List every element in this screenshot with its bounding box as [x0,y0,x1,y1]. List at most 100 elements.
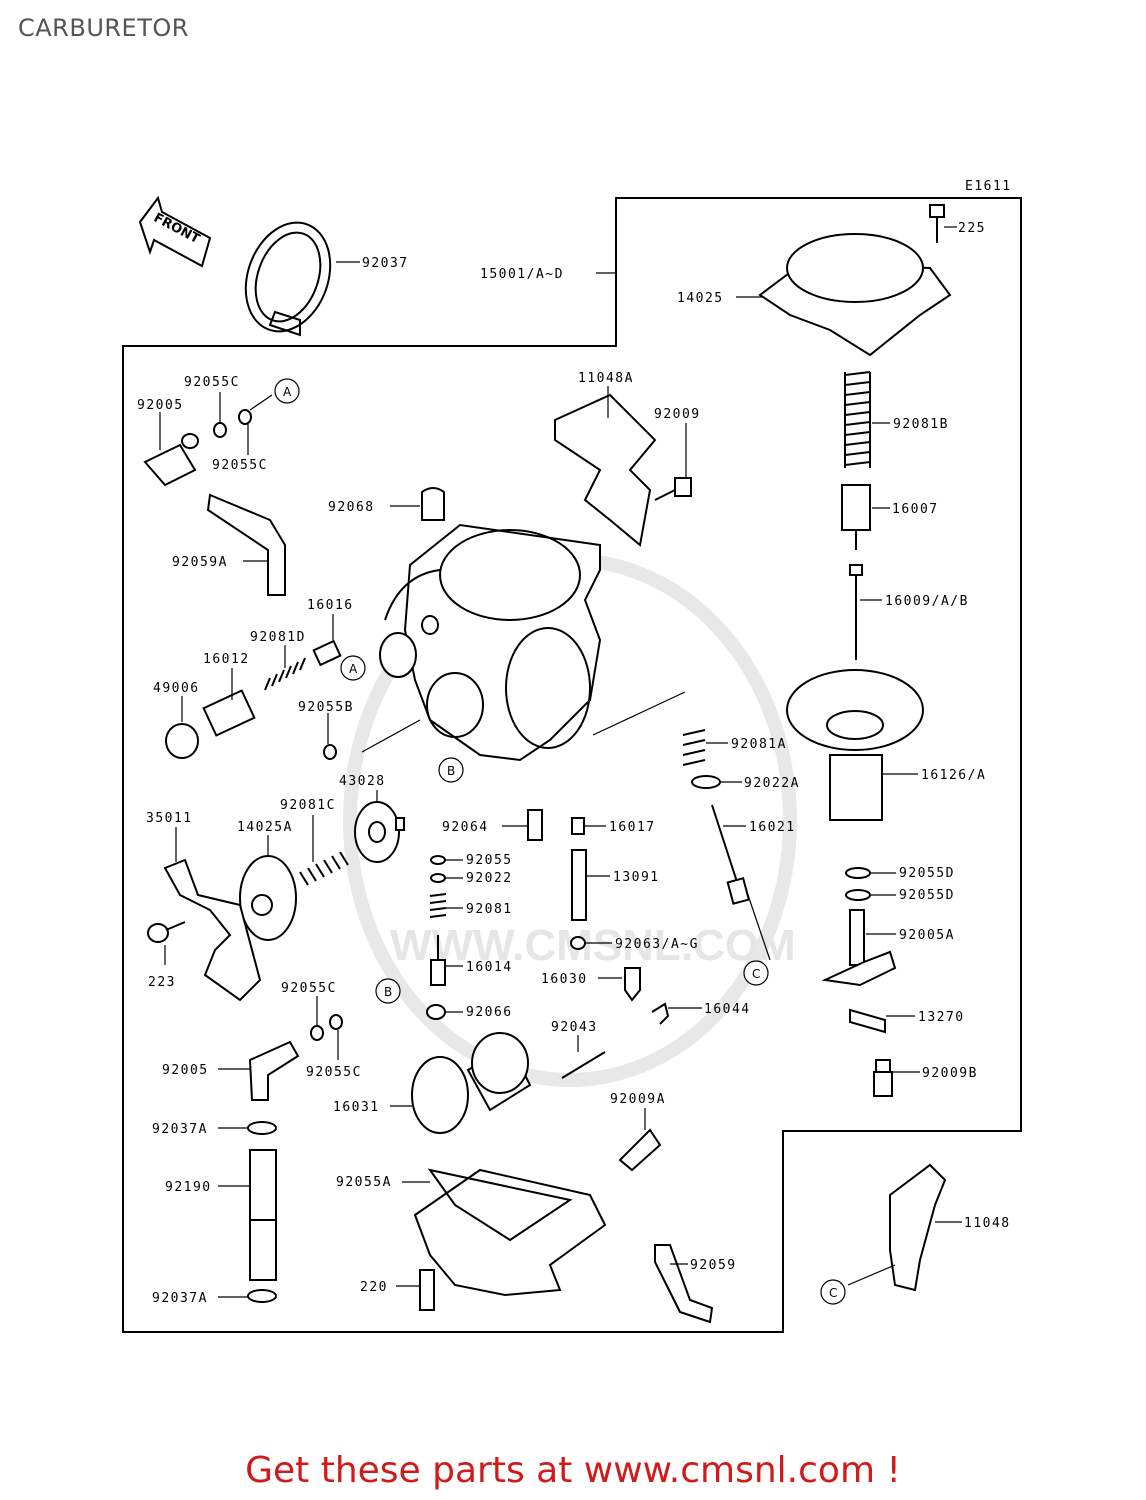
part-label-92081b: 92081B [893,417,949,432]
part-label-16014: 16014 [466,960,513,975]
part-label-92009a: 92009A [610,1092,666,1107]
part-labels: 92037 15001/A~D 225 14025 92055C 92005 9… [137,221,1011,1306]
part-label-13270: 13270 [918,1010,965,1025]
part-label-92055c-3: 92055C [281,981,337,996]
part-label-92059a: 92059A [172,555,228,570]
cap-49006-part [165,723,199,759]
cap-92068-part [421,487,445,521]
part-label-92009: 92009 [654,407,701,422]
part-label-92066: 92066 [466,1005,513,1020]
part-label-92081a: 92081A [731,737,787,752]
float-valve-16030-part [624,967,641,1002]
part-label-14025: 14025 [677,291,724,306]
tube-92190b-part [249,1219,277,1281]
cover-14025a-part [239,855,297,941]
svg-text:C: C [752,967,760,981]
front-arrow-icon: FRONT [138,195,212,268]
screw-92009a-part [618,1128,662,1172]
o-ring-92055d-1 [845,867,871,879]
watermark-text: WWW.CMSNL.COM [390,921,796,970]
part-label-92022: 92022 [466,871,513,886]
svg-text:B: B [447,764,455,778]
clamp-92037a-1-part [247,1121,277,1135]
washer-92022a-part [691,775,721,789]
part-label-92063: 92063/A~G [615,937,699,952]
footer-link[interactable]: Get these parts at www.cmsnl.com ! [245,1450,901,1491]
screw-92009-part [654,477,692,501]
bracket-11048a-part [554,393,657,547]
screw-225-part [929,204,945,243]
o-ring-92055c-1 [213,422,227,438]
svg-text:B: B [384,985,392,999]
part-label-92055a: 92055A [336,1175,392,1190]
top-cover-14025-part [758,233,952,357]
clip-16044-part [651,1002,670,1025]
jet-92064-part [527,809,543,841]
diaphragm-43028-part [354,801,405,863]
part-label-92055c-1: 92055C [184,375,240,390]
diaphragm-piston-16126-part [786,669,924,821]
spring-92081c-part [299,851,349,886]
part-label-92043: 92043 [551,1020,598,1035]
part-label-92037a-2: 92037A [152,1291,208,1306]
part-label-92190: 92190 [165,1180,212,1195]
part-label-16021: 16021 [749,820,796,835]
part-label-43028: 43028 [339,774,386,789]
float-16031-part [411,1032,532,1134]
hose-92059-part [654,1244,714,1324]
plate-35011-part [163,858,262,1002]
svg-text:A: A [349,662,358,676]
screw-220-part [419,1269,435,1311]
float-bowl-part [413,1168,607,1297]
hose-92059a-part [206,493,286,596]
jet-needle-16009-part [849,564,863,660]
plug-92066-part [426,1004,446,1020]
callout-b-mid: B [438,757,464,783]
svg-text:C: C [829,1286,837,1300]
part-label-92081d: 92081D [250,630,306,645]
spring-92081d-part [264,657,306,691]
callout-c-lower: C [820,1279,846,1305]
callout-b-lower: B [375,978,401,1004]
part-label-15001: 15001/A~D [480,267,564,282]
part-label-92055d-2: 92055D [899,888,955,903]
needle-holder-16007-part [841,484,871,550]
part-label-92005-1: 92005 [137,398,184,413]
part-label-92055: 92055 [466,853,513,868]
spring-92081a-part [682,729,706,766]
part-label-92081c: 92081C [280,798,336,813]
screw-92009b-part [873,1059,893,1097]
part-label-16016: 16016 [307,598,354,613]
part-label-16009: 16009/A/B [885,594,969,609]
spring-92081b-part [844,371,871,468]
part-label-92055c-4: 92055C [306,1065,362,1080]
fitting-92005-bottom-part [248,1040,300,1101]
part-label-92081: 92081 [466,902,513,917]
screw-223-part [147,921,186,943]
part-label-11048: 11048 [964,1216,1011,1231]
callout-a-mid: A [340,655,366,681]
part-label-92068: 92068 [328,500,375,515]
part-label-14025a: 14025A [237,820,293,835]
o-ring-92055c-3 [310,1025,324,1041]
part-label-13091: 13091 [613,870,660,885]
part-label-92055c-2: 92055C [212,458,268,473]
needle-16014-part [430,935,446,986]
nut-16012-part [202,689,256,737]
fitting-92005a-part [821,909,897,987]
o-ring-92055c-2 [238,409,252,425]
part-label-92064: 92064 [442,820,489,835]
part-label-16012: 16012 [203,652,250,667]
part-label-49006: 49006 [153,681,200,696]
diagram-code: E1611 [965,179,1012,194]
page-title: CARBURETOR [18,14,189,42]
part-label-35011: 35011 [146,811,193,826]
callout-a-top: A [274,378,300,404]
part-label-16031: 16031 [333,1100,380,1115]
bracket-11048-part [889,1163,947,1292]
washer-92022-part [430,873,446,883]
part-label-92009b: 92009B [922,1066,978,1081]
carburetor-exploded-diagram: WWW.CMSNL.COM E1611 FRONT [122,179,1022,1333]
cap-16017-part [571,817,585,835]
part-label-16030: 16030 [541,972,588,987]
